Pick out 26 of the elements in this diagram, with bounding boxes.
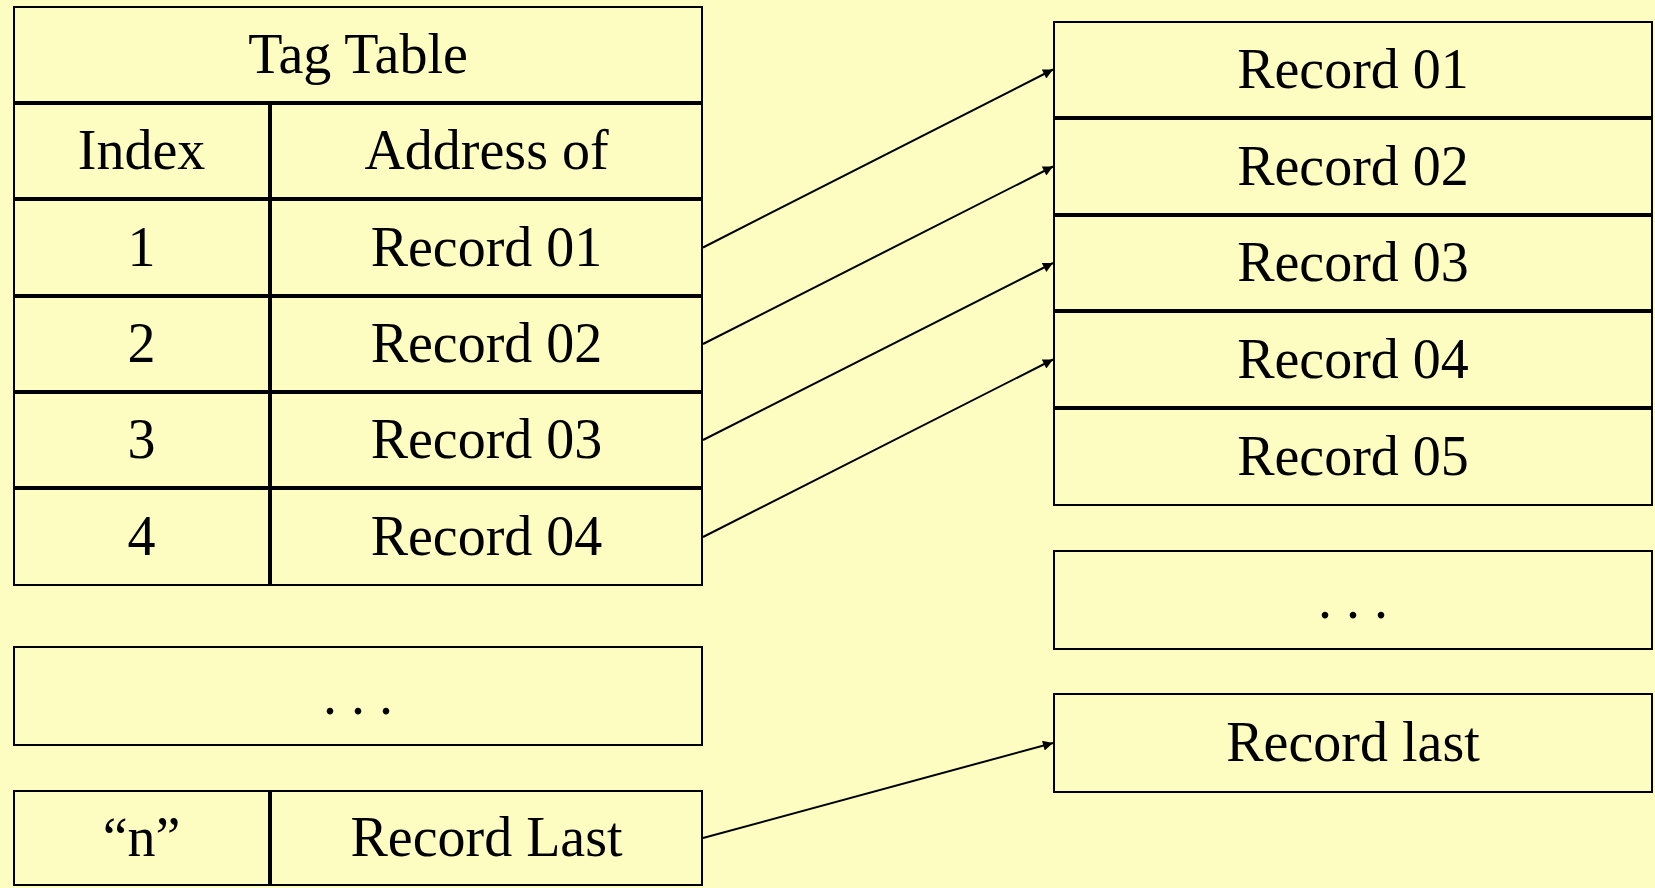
index-cell: 2 bbox=[13, 296, 270, 392]
index-cell: 3 bbox=[13, 392, 270, 488]
address-cell: Record 03 bbox=[270, 392, 703, 488]
record-box: Record 01 bbox=[1053, 21, 1653, 118]
arrow bbox=[702, 740, 1054, 839]
column-header: Address of bbox=[270, 103, 703, 199]
index-cell: “n” bbox=[13, 790, 270, 886]
column-header: Index bbox=[13, 103, 270, 199]
table-header: Tag Table bbox=[13, 6, 703, 103]
ellipsis-row: . . . bbox=[1053, 550, 1653, 650]
record-box: Record 05 bbox=[1053, 408, 1653, 506]
record-box: Record last bbox=[1053, 693, 1653, 793]
address-cell: Record Last bbox=[270, 790, 703, 886]
arrow bbox=[702, 68, 1054, 249]
address-cell: Record 01 bbox=[270, 199, 703, 296]
record-box: Record 04 bbox=[1053, 311, 1653, 408]
record-box: Record 02 bbox=[1053, 118, 1653, 215]
record-box: Record 03 bbox=[1053, 215, 1653, 311]
address-cell: Record 02 bbox=[270, 296, 703, 392]
ellipsis-row: . . . bbox=[13, 646, 703, 746]
index-cell: 1 bbox=[13, 199, 270, 296]
index-cell: 4 bbox=[13, 488, 270, 586]
address-cell: Record 04 bbox=[270, 488, 703, 586]
arrow bbox=[702, 358, 1054, 538]
arrow bbox=[702, 262, 1054, 441]
arrow bbox=[702, 165, 1054, 345]
